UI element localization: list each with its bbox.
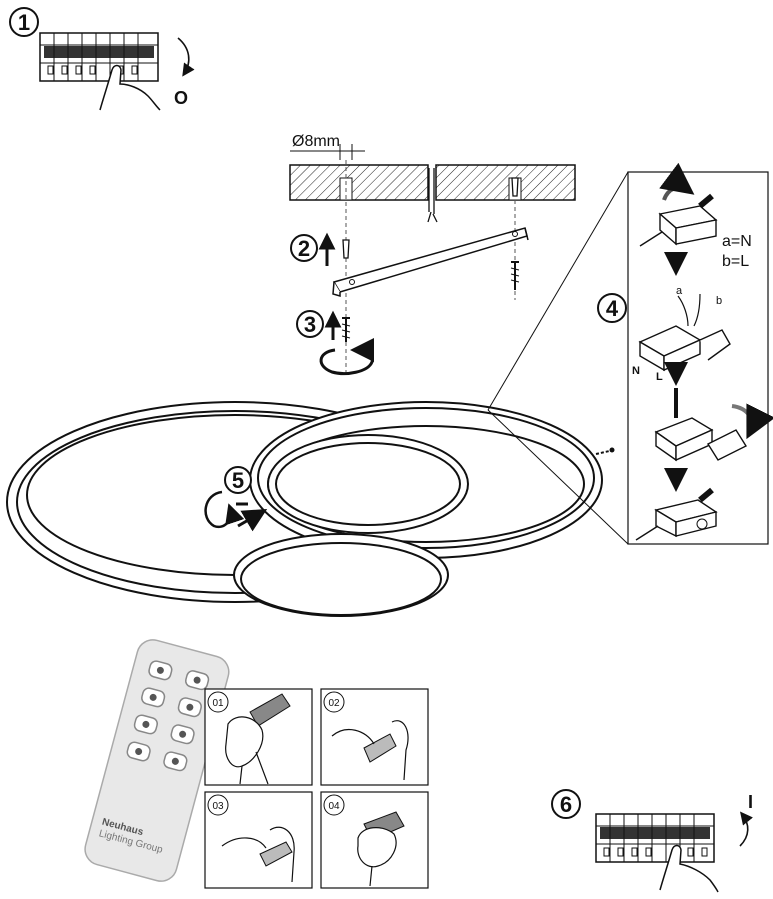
step6-breaker-on: 6 I <box>551 789 753 893</box>
wire-a-label: a <box>676 285 683 297</box>
step4-wiring-detail: 4 a=N b=L a b N L <box>487 162 773 545</box>
hand-icon <box>659 844 719 893</box>
breaker-panel <box>595 813 715 863</box>
battery-instruction-panels: 01 02 03 04 <box>204 688 429 889</box>
rotate-clockwise-icon <box>319 338 375 376</box>
step5-fix-screw: 5 <box>204 466 268 532</box>
hand-icon <box>331 720 409 781</box>
step6-badge <box>551 789 581 819</box>
switch-on-symbol: I <box>748 792 753 812</box>
battery-panel-01: 01 <box>204 688 313 786</box>
switch-off-arrow-icon <box>177 37 195 77</box>
rotate-icon <box>204 490 245 529</box>
remote-back-icon <box>363 733 397 763</box>
breaker-panel <box>39 32 159 82</box>
switch-on-arrow-icon <box>739 811 753 847</box>
center-disc <box>233 533 449 617</box>
mains-cable-icon <box>427 168 438 223</box>
step2-number: 2 <box>298 236 310 261</box>
drill-diameter-label: Ø8mm <box>292 133 340 150</box>
step5-badge <box>224 466 252 494</box>
panel-02-label: 02 <box>328 698 340 709</box>
step1-number: 1 <box>18 10 30 35</box>
remote-control: Neuhaus Lighting Group <box>84 639 230 882</box>
panel-03-label: 03 <box>212 801 224 812</box>
wiring-b-equals-l: b=L <box>722 253 749 270</box>
ceiling-luminaire <box>6 401 603 617</box>
step3-badge <box>296 310 324 338</box>
terminal-box-finished <box>635 487 718 541</box>
up-arrow-icon <box>318 232 336 266</box>
up-arrow-icon <box>324 310 342 340</box>
step4-number: 4 <box>606 296 619 321</box>
inner-ring <box>267 434 469 534</box>
step1-badge <box>9 7 39 37</box>
step2-badge <box>290 234 318 262</box>
step2-insert-plugs: 2 <box>290 232 336 266</box>
step5-number: 5 <box>232 468 244 493</box>
step6-number: 6 <box>560 792 572 817</box>
panel-01-label: 01 <box>212 698 224 709</box>
hand-icon <box>221 826 295 883</box>
mounting-bracket <box>332 227 529 297</box>
panel-04-label: 04 <box>328 801 340 812</box>
battery-panel-02: 02 <box>320 688 429 786</box>
wall-plug-icon <box>342 177 519 259</box>
terminal-box-closed <box>639 162 718 247</box>
hand-icon <box>357 827 397 868</box>
step3-number: 3 <box>304 312 316 337</box>
terminal-n-label: N <box>632 365 640 377</box>
step4-badge <box>597 293 627 323</box>
hand-icon <box>99 64 161 111</box>
switch-off-symbol: O <box>174 88 188 108</box>
step3-screw-bracket: 3 <box>296 310 375 376</box>
wire-b-label: b <box>716 295 722 307</box>
terminal-box-screwdriver <box>654 388 773 462</box>
ceiling-section <box>289 164 576 223</box>
close-lid-arrow-icon <box>731 403 773 440</box>
step1-breaker-off: 1 O <box>9 7 195 111</box>
wiring-a-equals-n: a=N <box>722 233 752 250</box>
terminal-l-label: L <box>656 371 663 383</box>
screw-icon <box>341 261 520 342</box>
battery-panel-03: 03 <box>204 791 313 889</box>
open-lid-arrow-icon <box>659 162 695 201</box>
insert-arrow-icon <box>237 508 268 532</box>
remote-back-icon <box>259 841 293 867</box>
battery-panel-04: 04 <box>320 791 429 889</box>
